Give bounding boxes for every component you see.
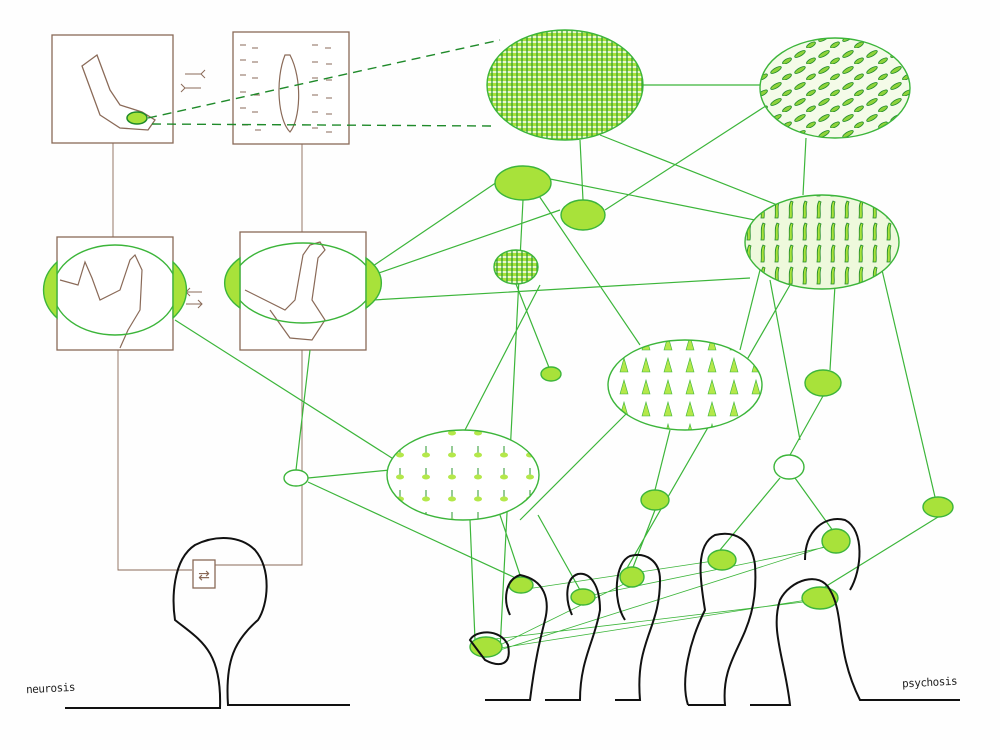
head-ellipse (707, 549, 737, 571)
ellipse-leaves (759, 37, 911, 139)
ellipse-bone-small (494, 165, 552, 201)
head-ellipse (619, 566, 645, 588)
psychosis-head (750, 578, 960, 706)
exchange-arrows-bottom (185, 287, 203, 309)
psychosis-head (545, 572, 602, 701)
ellipse-bone-mid (804, 369, 842, 397)
frame-sock (51, 34, 174, 144)
psychosis-head (684, 532, 757, 706)
head-ellipse (801, 586, 839, 610)
psychosis-head (804, 518, 861, 591)
label-neurosis: neurosis (25, 680, 76, 697)
ellipse-woven (486, 29, 644, 141)
ellipse-leaf-small (560, 199, 606, 231)
ellipse-pins (386, 429, 540, 521)
ellipse-tiny (540, 366, 562, 382)
ellipse-body-left-fill (42, 260, 188, 320)
zoom-dashed-lines (147, 39, 501, 127)
body-drawing-right (244, 241, 326, 341)
ellipse-spikes (607, 339, 763, 431)
head-ellipse (570, 588, 596, 606)
neurosis-head (65, 537, 350, 709)
body-drawing-left (59, 253, 143, 349)
ellipse-bones (744, 194, 900, 290)
neurosis-frames (51, 31, 367, 589)
psychosis-head-small (468, 631, 510, 666)
psychosis-head (485, 573, 548, 701)
ellipse-node-left (283, 469, 309, 487)
ellipse-spike-small (773, 454, 805, 480)
head-ellipse (821, 528, 851, 554)
frame-body-left (56, 236, 174, 351)
concept-ellipses (42, 29, 954, 658)
frame-connectors (112, 143, 303, 571)
psychosis-head (615, 554, 662, 701)
frame-texture (232, 31, 350, 145)
ellipse-pin-small (640, 489, 670, 511)
exchange-symbol: ⇄ (198, 568, 210, 584)
sock-detail-ellipse (126, 111, 148, 125)
ellipse-woven-small (493, 249, 539, 285)
sock-drawing (81, 53, 156, 131)
head-silhouettes (65, 518, 960, 709)
frame-body-right (239, 231, 367, 351)
ellipse-pin-right (922, 496, 954, 518)
exchange-arrows-top (180, 69, 206, 93)
ellipse-body-right-fill (223, 256, 383, 310)
texture-figure (278, 54, 300, 133)
head-symbol-box (192, 559, 216, 589)
connection-lines (174, 84, 939, 651)
